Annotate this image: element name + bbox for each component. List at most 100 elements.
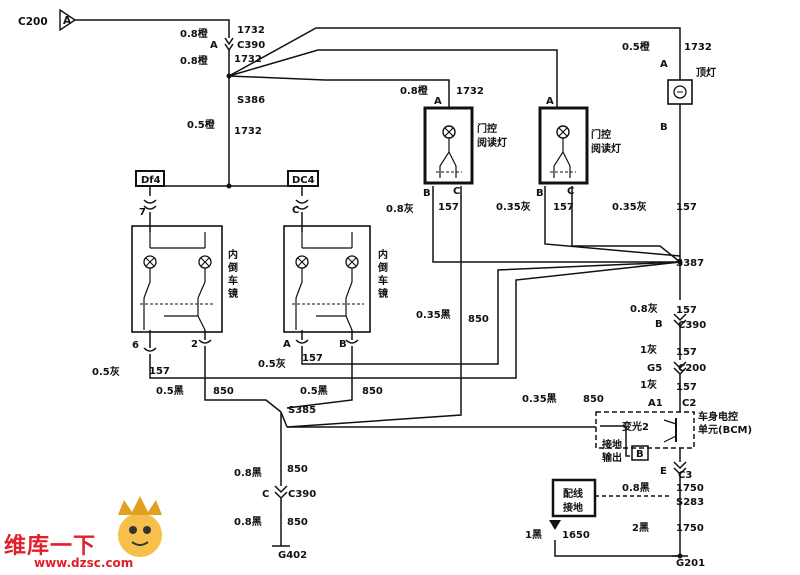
pin-label: B [636,449,644,460]
mirror-label: 倒 [227,261,238,274]
labels: C200 A 0.8橙 1732 A C390 0.8橙 1732 S386 0… [18,15,752,569]
circuit-number: 1732 [684,42,712,53]
connector-tag: DC4 [292,175,315,186]
door-light-label: 门控 [591,128,611,141]
harness-ground-box [551,478,597,518]
door-reading-light-2 [538,106,589,185]
connector-label: C390 [288,489,316,500]
pin-label: C [262,489,269,500]
circuit-number: 1732 [234,54,262,65]
circuit-number: 1732 [234,126,262,137]
door-light-label: 阅读灯 [591,142,621,155]
wire-spec: 0.8灰 [386,202,414,215]
harness-ground-label: 配线 [563,487,583,500]
wire-spec: 0.8橙 [400,84,429,97]
bcm-function-label: 输出 [602,451,622,464]
pin-label: B [660,122,668,133]
pin-label: E [660,466,667,477]
connector-c200-pin: A [63,15,72,27]
harness-ground-label: 接地 [563,501,583,514]
watermark-url: www.dzsc.com [34,556,134,570]
circuit-number: 1750 [676,523,704,534]
pin-label: C [453,186,460,197]
pin-label: B [339,339,347,350]
connector-c200-label: C200 [18,16,48,28]
pin-label: 6 [132,340,139,351]
circuit-number: 157 [553,202,574,213]
circuit-number: 1732 [456,86,484,97]
pin-label: C [292,205,299,216]
circuit-number: 157 [676,305,697,316]
bcm-label: 车身电控 [698,410,738,423]
pin-label: 2 [191,339,198,350]
mirror-label: 镜 [378,287,388,300]
connector-c200-flag [59,8,77,32]
bcm-function-label: 接地 [602,438,622,451]
mirror-label: 倒 [377,261,388,274]
splice-label: S385 [288,405,316,416]
pin-label: A [434,96,442,107]
mirror-label: 内 [228,248,238,261]
pin-label: A [283,339,291,350]
wire-spec: 1灰 [640,343,657,356]
wire-spec: 0.8黑 [234,516,262,528]
bcm-module [595,411,695,461]
pin-label: B [423,188,431,199]
circuit-number: 850 [583,394,604,405]
wire-spec: 0.35灰 [612,200,647,213]
tag-df4 [135,170,165,187]
ground-symbol [549,520,561,530]
wire-spec: 0.5橙 [622,40,651,53]
circuit-number: 850 [468,314,489,325]
circuit-number: 157 [149,366,170,377]
watermark-mascot [118,496,162,557]
connector-label: C390 [237,40,265,51]
pin-label: A [210,40,218,51]
circuit-number: 157 [676,202,697,213]
wires [75,19,688,557]
pin-label: C [567,186,574,197]
wire-spec: 1灰 [640,378,657,391]
wire-spec: 0.5灰 [258,357,286,370]
circuit-number: 850 [213,386,234,397]
dome-light-label: 顶灯 [696,66,716,79]
door-light-label: 门控 [477,122,497,135]
watermark-brand: 维库一下 [4,534,97,559]
wire-spec: 0.8灰 [630,302,658,315]
dome-light [667,79,693,105]
circuit-number: 1750 [676,483,704,494]
wire-spec: 0.35灰 [496,200,531,213]
wire-spec: 0.8黑 [622,482,650,494]
wire-spec: 1黑 [525,529,542,541]
splice-label: S386 [237,95,265,106]
splice-label: S387 [676,258,704,269]
mirror-label: 车 [378,274,388,287]
connector-label: C200 [678,363,706,374]
ground-label: G402 [278,550,307,561]
connector-label: C390 [678,320,706,331]
circuit-number: 1650 [562,530,590,541]
pin-label: A1 [648,398,663,409]
inside-mirror-2 [283,225,371,333]
mirror-label: 镜 [228,287,238,300]
bcm-function-label: 变光2 [622,420,649,433]
wire-spec: 0.8黑 [234,467,262,479]
pin-label: 7 [139,207,146,218]
wire-spec: 0.5黑 [300,385,328,397]
connector-label: C3 [678,470,692,481]
circuit-number: 850 [287,517,308,528]
wire-spec: 0.8橙 [180,54,209,67]
circuit-number: 157 [438,202,459,213]
splice-label: S283 [676,497,704,508]
pin-label: B [536,188,544,199]
pin-label: A [546,96,554,107]
pin-label: A [660,59,668,70]
tag-dc4 [287,170,319,187]
splice-dots [226,73,683,559]
connector-tag: Df4 [141,175,161,186]
mirror-label: 车 [228,274,238,287]
pin-label: G5 [647,363,662,374]
wire-spec: 0.35黑 [416,309,451,321]
circuit-number: 157 [302,353,323,364]
